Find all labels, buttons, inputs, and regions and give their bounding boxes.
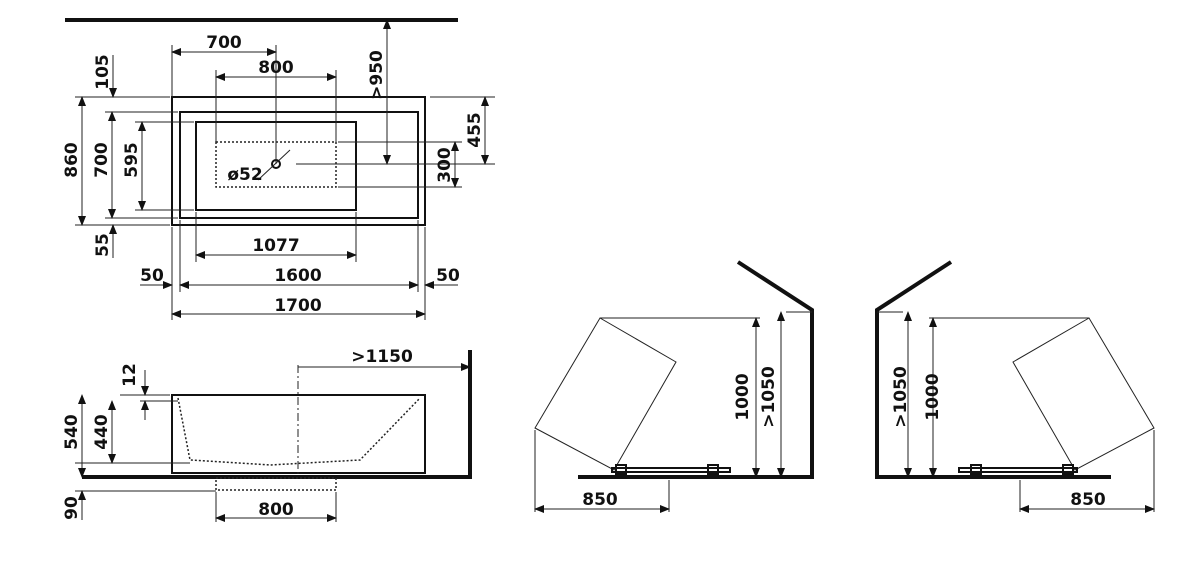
dim-950: >950 [367,50,387,100]
dim-800-bottom: 800 [258,500,294,520]
dim-440: 440 [92,414,112,450]
rail [611,467,731,473]
clearance-right: >1050 1000 850 [877,262,1154,512]
dim-1050: >1050 [759,366,779,428]
dim-1600: 1600 [274,266,321,286]
dim-700-left: 700 [92,142,112,178]
dim-850: 850 [1070,490,1106,510]
dim-800-top: 800 [258,58,294,78]
dim-540: 540 [62,414,82,450]
dim-drain-diameter: ø52 [227,165,262,185]
dim-55: 55 [93,233,113,257]
frame-below-floor [215,477,337,491]
tilted-panel [534,317,677,471]
dim-860: 860 [62,142,82,178]
bracket-right [707,464,719,475]
dim-300: 300 [435,147,455,183]
dim-850: 850 [582,490,618,510]
dim-1700: 1700 [274,296,321,316]
dim-1077: 1077 [252,236,299,256]
dim-1000: 1000 [733,373,753,420]
dim-50-left: 50 [140,266,164,286]
wall-and-floor [578,260,814,479]
dim-595: 595 [122,142,142,178]
bracket-left [615,464,627,475]
dim-455: 455 [465,112,485,148]
dim-1050: >1050 [891,366,911,428]
dim-12: 12 [120,363,140,387]
dim-90: 90 [62,496,82,520]
tub-outer-outline [171,96,426,226]
dim-105: 105 [93,54,113,90]
tub-inner-profile [177,397,421,466]
dim-1000: 1000 [923,373,943,420]
dim-1150: >1150 [351,347,413,367]
plan-view: 700 800 >950 105 860 700 595 55 ø52 300 … [62,18,495,320]
clearance-left: 1000 >1050 850 [534,260,814,513]
dim-50-right: 50 [436,266,460,286]
section-view: >1150 12 440 540 90 800 [62,347,472,522]
tub-rim-outline [179,111,419,219]
mirrored-clearance-drawing [877,262,1154,512]
dim-700-top: 700 [206,33,242,53]
